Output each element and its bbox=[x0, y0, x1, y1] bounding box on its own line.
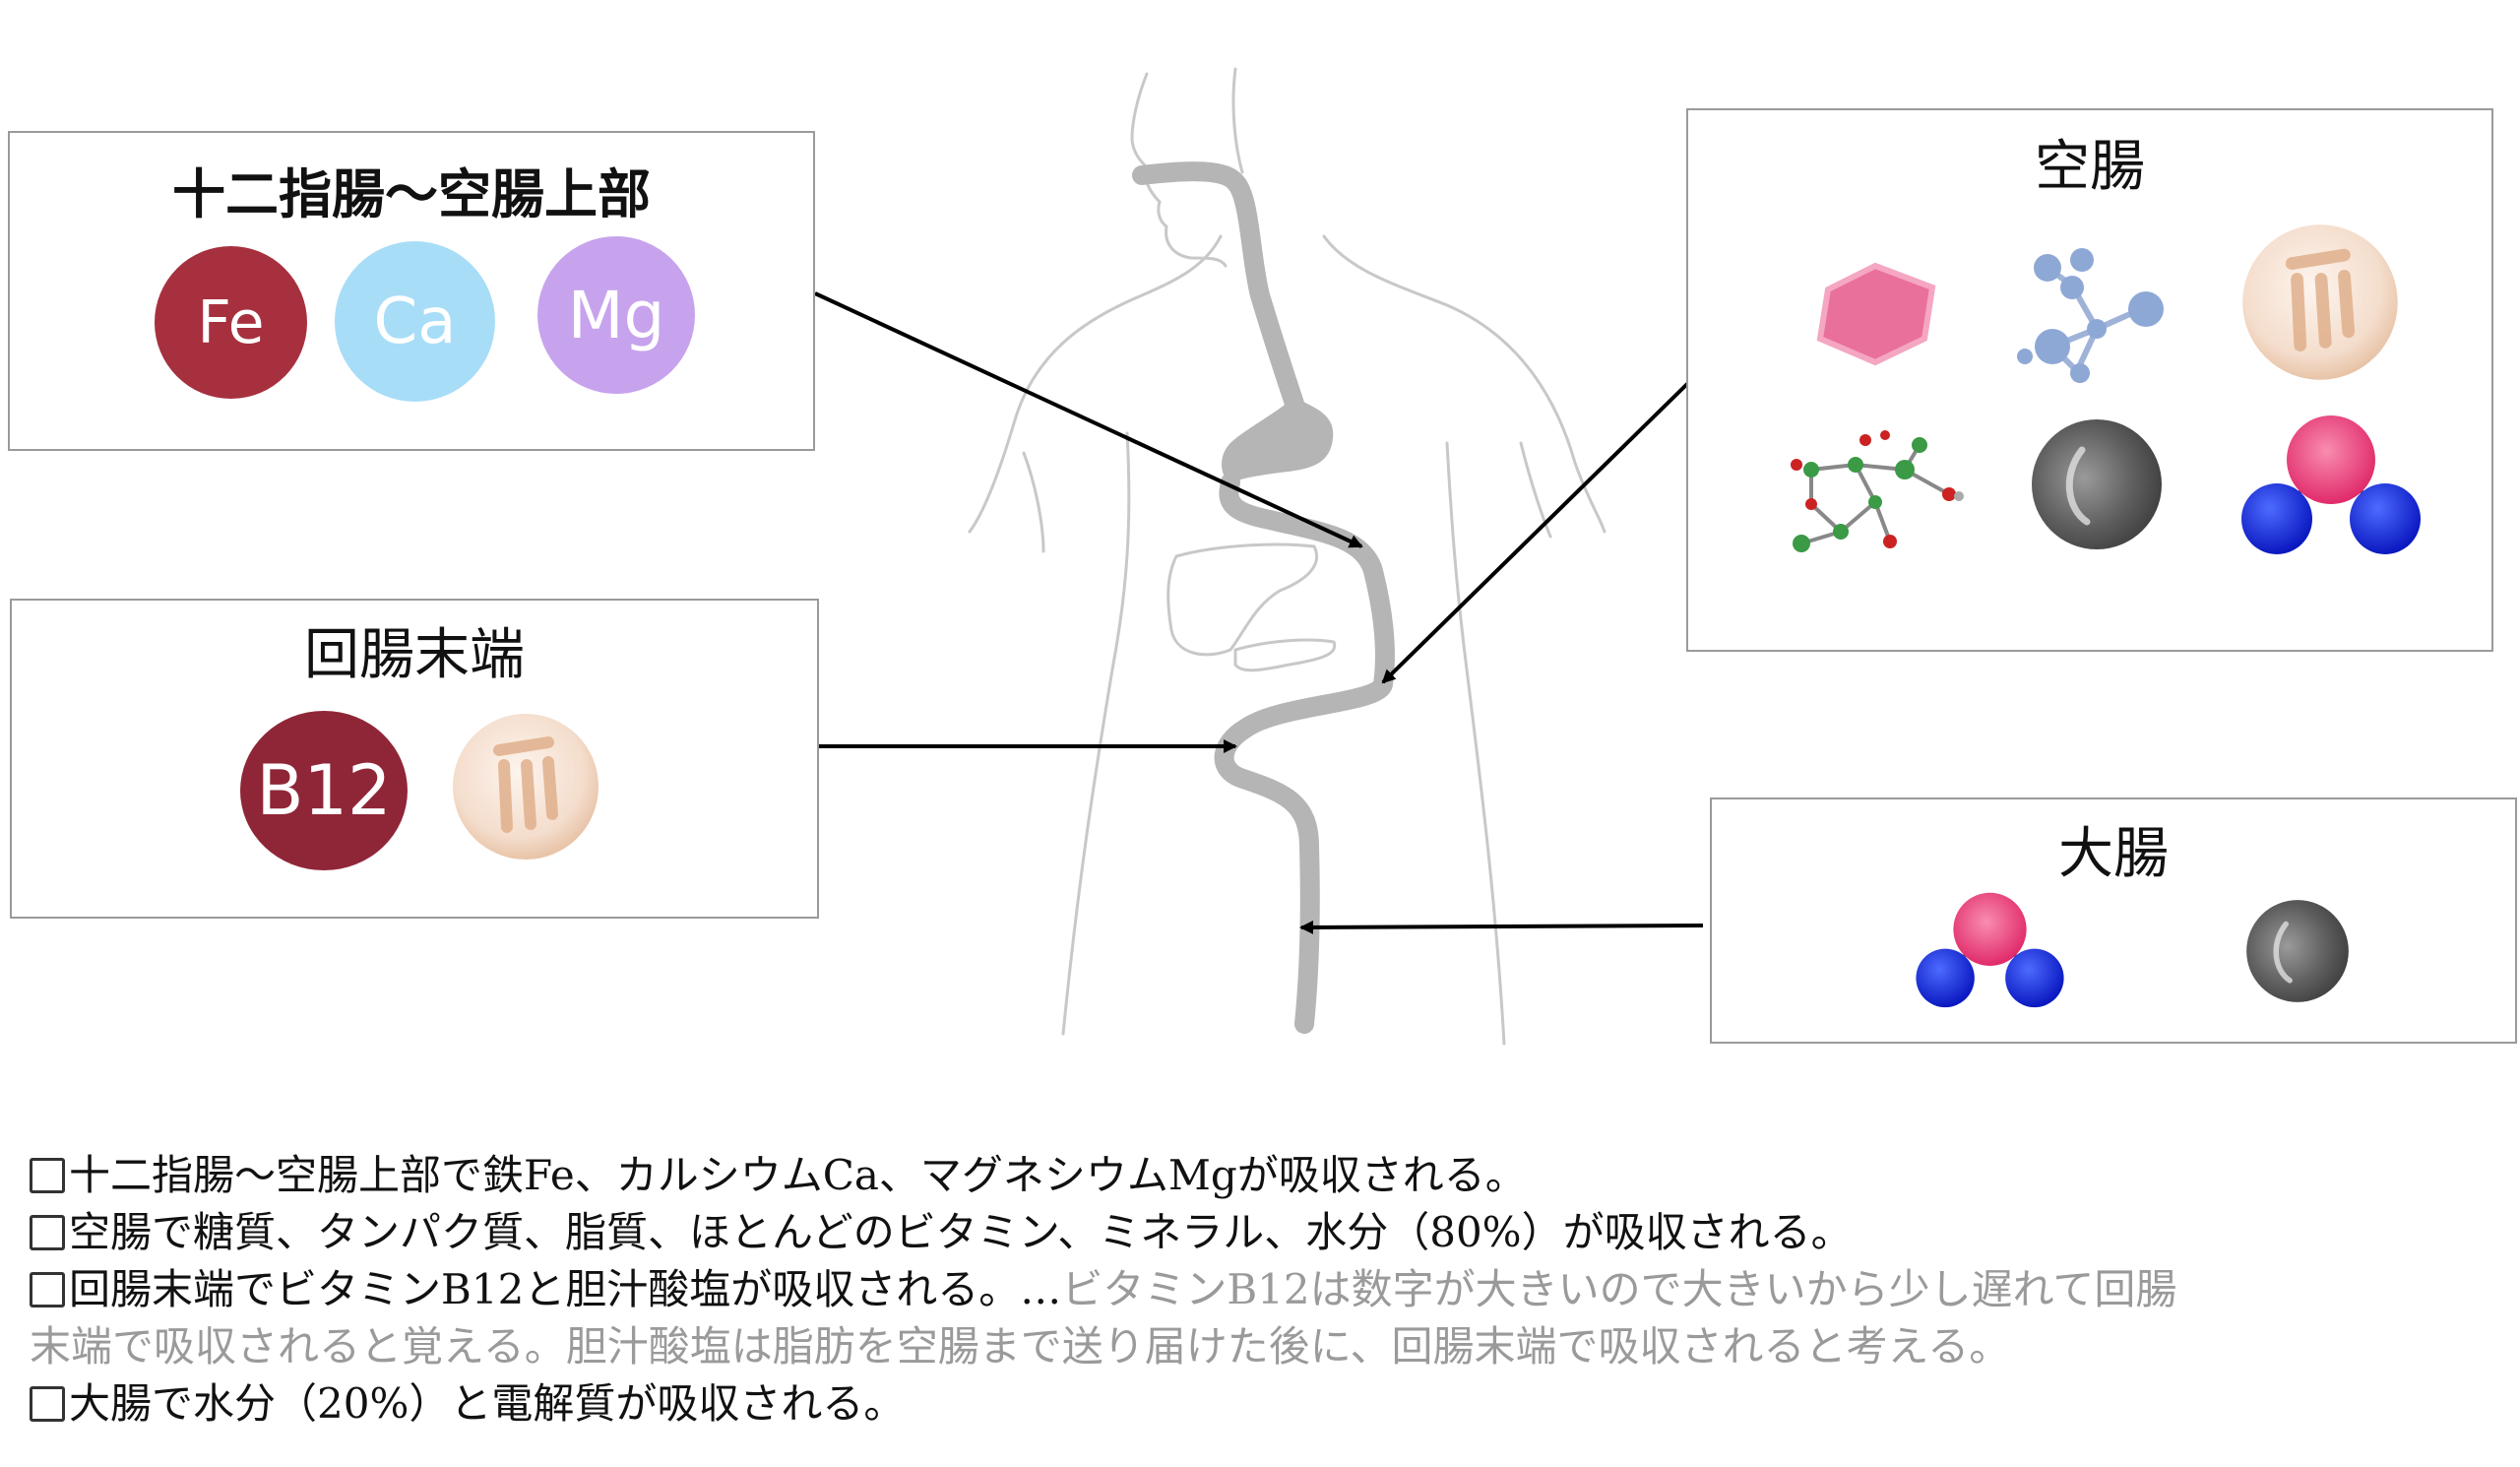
note-text: 十二指腸〜空腸上部で鉄Fe、カルシウムCa、マグネシウムMgが吸収される。 bbox=[69, 1151, 1527, 1199]
checkbox-icon[interactable] bbox=[30, 1272, 65, 1308]
calcium-label: Ca bbox=[373, 285, 457, 358]
notes-list: 十二指腸〜空腸上部で鉄Fe、カルシウムCa、マグネシウムMgが吸収される。 空腸… bbox=[30, 1147, 2510, 1433]
note-muted-text: ビタミンB12は数字が大きいので大きいから少し遅れて回腸 bbox=[1061, 1265, 2177, 1313]
sugar-hexagon-icon bbox=[1816, 262, 1936, 366]
note-continuation: 末端で吸収されると覚える。胆汁酸塩は脂肪を空腸まで送り届けた後に、回腸末端で吸収… bbox=[30, 1318, 2510, 1375]
iron-badge: Fe bbox=[155, 246, 307, 399]
jejunum-title: 空腸 bbox=[2035, 135, 2145, 199]
electrolyte-sphere-icon bbox=[2246, 900, 2349, 1002]
anatomy-figure bbox=[814, 67, 1704, 1046]
water-molecule-icon bbox=[1916, 892, 2064, 1008]
checkbox-icon[interactable] bbox=[30, 1158, 65, 1193]
bile-acid-icon bbox=[2242, 224, 2398, 380]
ileum-box: 回腸末端 B12 bbox=[10, 599, 819, 919]
note-item: 空腸で糖質、タンパク質、脂質、ほとんどのビタミン、ミネラル、水分（80%）が吸収… bbox=[30, 1204, 2510, 1261]
body-outline bbox=[968, 67, 1606, 1046]
iron-label: Fe bbox=[197, 287, 265, 357]
colon-title: 大腸 bbox=[2058, 822, 2169, 886]
magnesium-label: Mg bbox=[567, 277, 665, 353]
colon-box: 大腸 bbox=[1710, 797, 2517, 1044]
ileum-title: 回腸末端 bbox=[304, 623, 525, 687]
jejunum-box: 空腸 bbox=[1686, 108, 2493, 652]
note-item: 十二指腸〜空腸上部で鉄Fe、カルシウムCa、マグネシウムMgが吸収される。 bbox=[30, 1147, 2510, 1204]
note-item: 回腸末端でビタミンB12と胆汁酸塩が吸収される。…ビタミンB12は数字が大きいの… bbox=[30, 1261, 2510, 1318]
calcium-badge: Ca bbox=[335, 241, 495, 402]
vitamin-molecule-icon bbox=[1791, 430, 1964, 552]
duodenum-box: 十二指腸〜空腸上部 Fe Ca Mg bbox=[8, 131, 815, 451]
note-text: 空腸で糖質、タンパク質、脂質、ほとんどのビタミン、ミネラル、水分（80%）が吸収… bbox=[69, 1208, 1853, 1256]
checkbox-icon[interactable] bbox=[30, 1215, 65, 1250]
checkbox-icon[interactable] bbox=[30, 1386, 65, 1422]
b12-badge: B12 bbox=[240, 711, 408, 870]
note-muted-text: 末端で吸収されると覚える。胆汁酸塩は脂肪を空腸まで送り届けた後に、回腸末端で吸収… bbox=[30, 1322, 2011, 1371]
note-item: 大腸で水分（20%）と電解質が吸収される。 bbox=[30, 1375, 2510, 1433]
magnesium-badge: Mg bbox=[537, 236, 695, 394]
bile-acid-icon bbox=[453, 714, 598, 860]
note-text: 回腸末端でビタミンB12と胆汁酸塩が吸収される。… bbox=[69, 1265, 1062, 1313]
arrows bbox=[814, 291, 1704, 934]
arrow-jejunum bbox=[1381, 380, 1691, 684]
protein-molecule-icon bbox=[2017, 248, 2164, 383]
b12-label: B12 bbox=[256, 750, 392, 831]
water-molecule-icon bbox=[2241, 415, 2421, 554]
arrow-colon bbox=[1299, 920, 1704, 934]
electrolyte-sphere-icon bbox=[2032, 419, 2162, 549]
arrow-duodenum bbox=[814, 291, 1363, 548]
gi-tract bbox=[1132, 161, 1395, 1034]
duodenum-title: 十二指腸〜空腸上部 bbox=[172, 163, 651, 225]
note-text: 大腸で水分（20%）と電解質が吸収される。 bbox=[69, 1379, 906, 1428]
